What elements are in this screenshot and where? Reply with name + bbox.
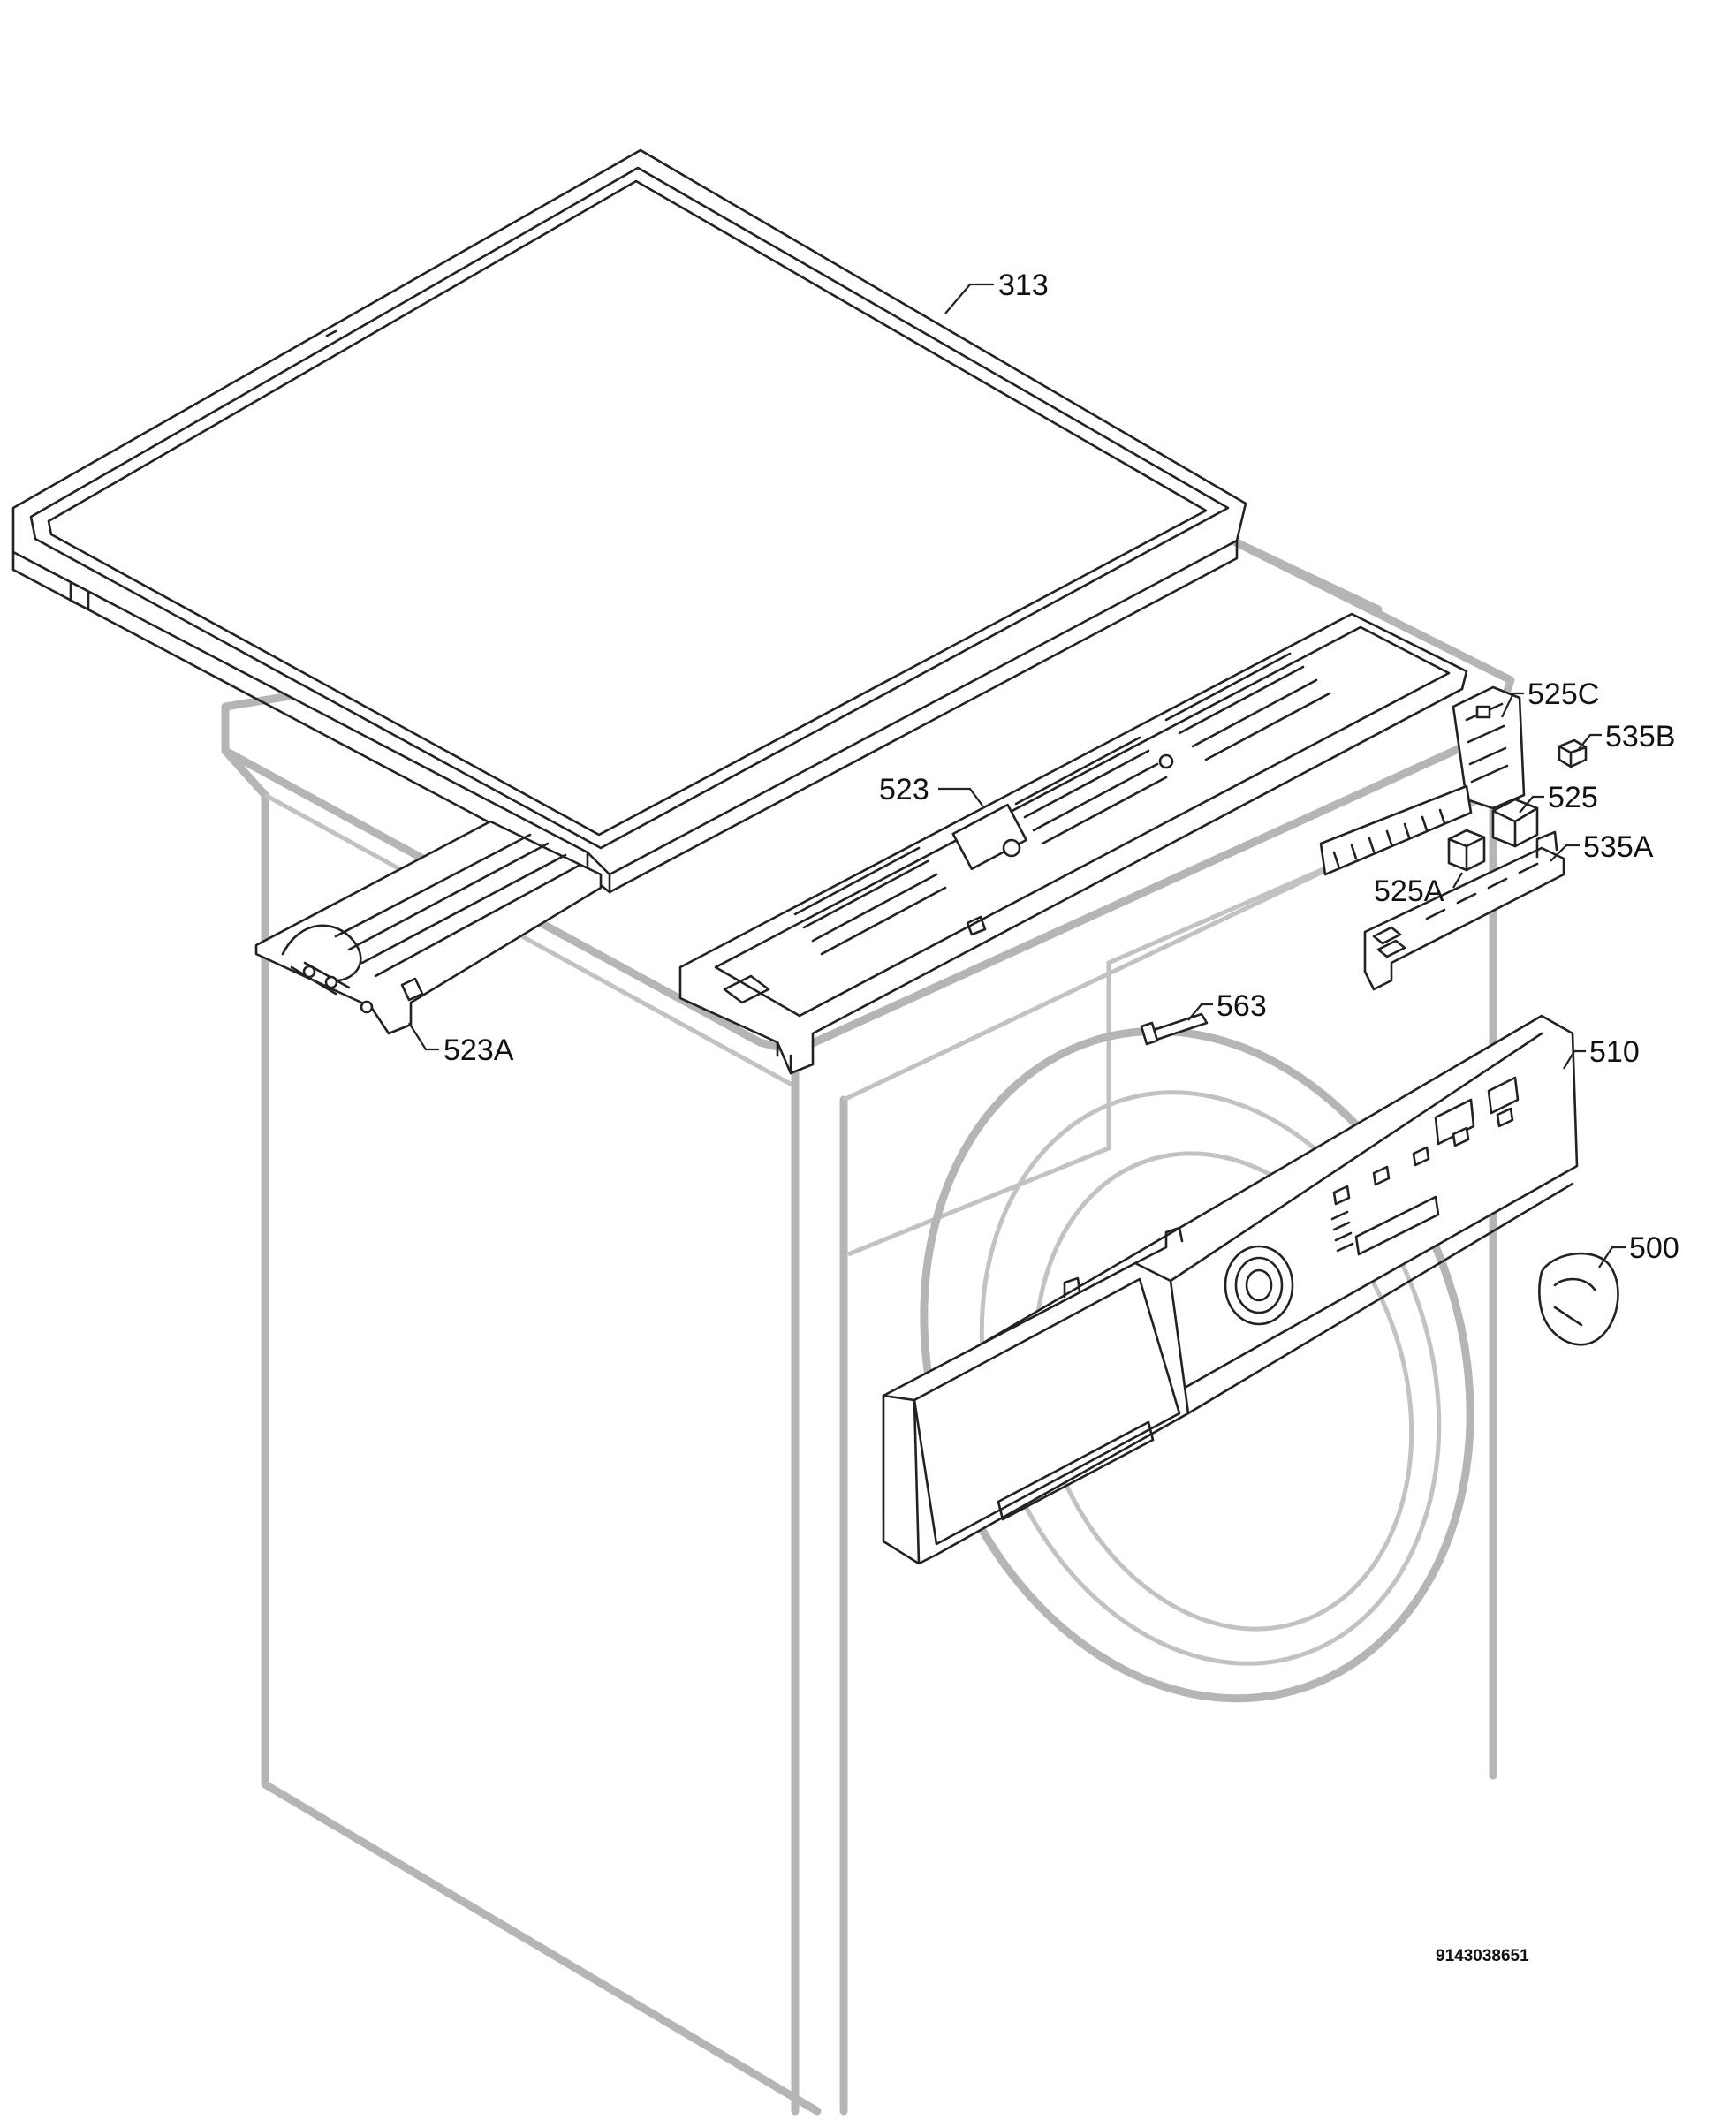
part-523a-left-rail <box>254 820 603 1035</box>
callout-525a: 525A <box>1374 874 1444 908</box>
part-313-top-cover <box>11 148 1247 894</box>
leader-525c <box>1501 692 1524 718</box>
callout-525c: 525C <box>1528 678 1599 711</box>
document-number: 9143038651 <box>1436 1947 1529 1965</box>
callout-523: 523 <box>879 773 929 806</box>
leader-525a <box>1452 872 1463 889</box>
part-500-knob <box>1538 1252 1619 1346</box>
part-535b-connector <box>1558 738 1588 768</box>
cabinet-left-side-edge <box>263 792 797 1089</box>
leader-523a <box>408 1022 439 1051</box>
part-563-pin <box>1140 1012 1209 1046</box>
callout-525: 525 <box>1548 781 1598 814</box>
callout-510: 510 <box>1589 1035 1640 1069</box>
leader-510 <box>1563 1049 1586 1070</box>
part-523-main-rail <box>678 612 1468 1075</box>
leader-523 <box>938 787 983 806</box>
callout-535b: 535B <box>1605 720 1675 753</box>
cabinet-left-side-ghost <box>221 746 822 2116</box>
leader-525 <box>1519 795 1544 814</box>
leader-535a <box>1550 844 1580 862</box>
callout-535a: 535A <box>1583 830 1654 864</box>
part-535a-button-strip <box>1363 830 1565 991</box>
part-510-control-panel <box>882 1014 1579 1565</box>
leader-563 <box>1187 1003 1213 1021</box>
drawer-recess-ghost <box>847 792 1495 1257</box>
callout-313: 313 <box>998 269 1049 302</box>
part-525-cube <box>1491 798 1539 848</box>
callout-523a: 523A <box>443 1034 514 1067</box>
callout-563: 563 <box>1217 989 1267 1023</box>
leader-313 <box>944 283 994 314</box>
leader-535b <box>1578 733 1602 750</box>
part-525a-board <box>1319 784 1486 876</box>
cabinet-rear-edge-ghost <box>1228 536 1383 614</box>
callout-500: 500 <box>1629 1231 1679 1265</box>
callout-labels: 313 523 523A 525C 535B 525 535A 525A 563… <box>443 269 1679 1265</box>
leader-lines <box>408 283 1626 1268</box>
leader-500 <box>1598 1246 1626 1268</box>
